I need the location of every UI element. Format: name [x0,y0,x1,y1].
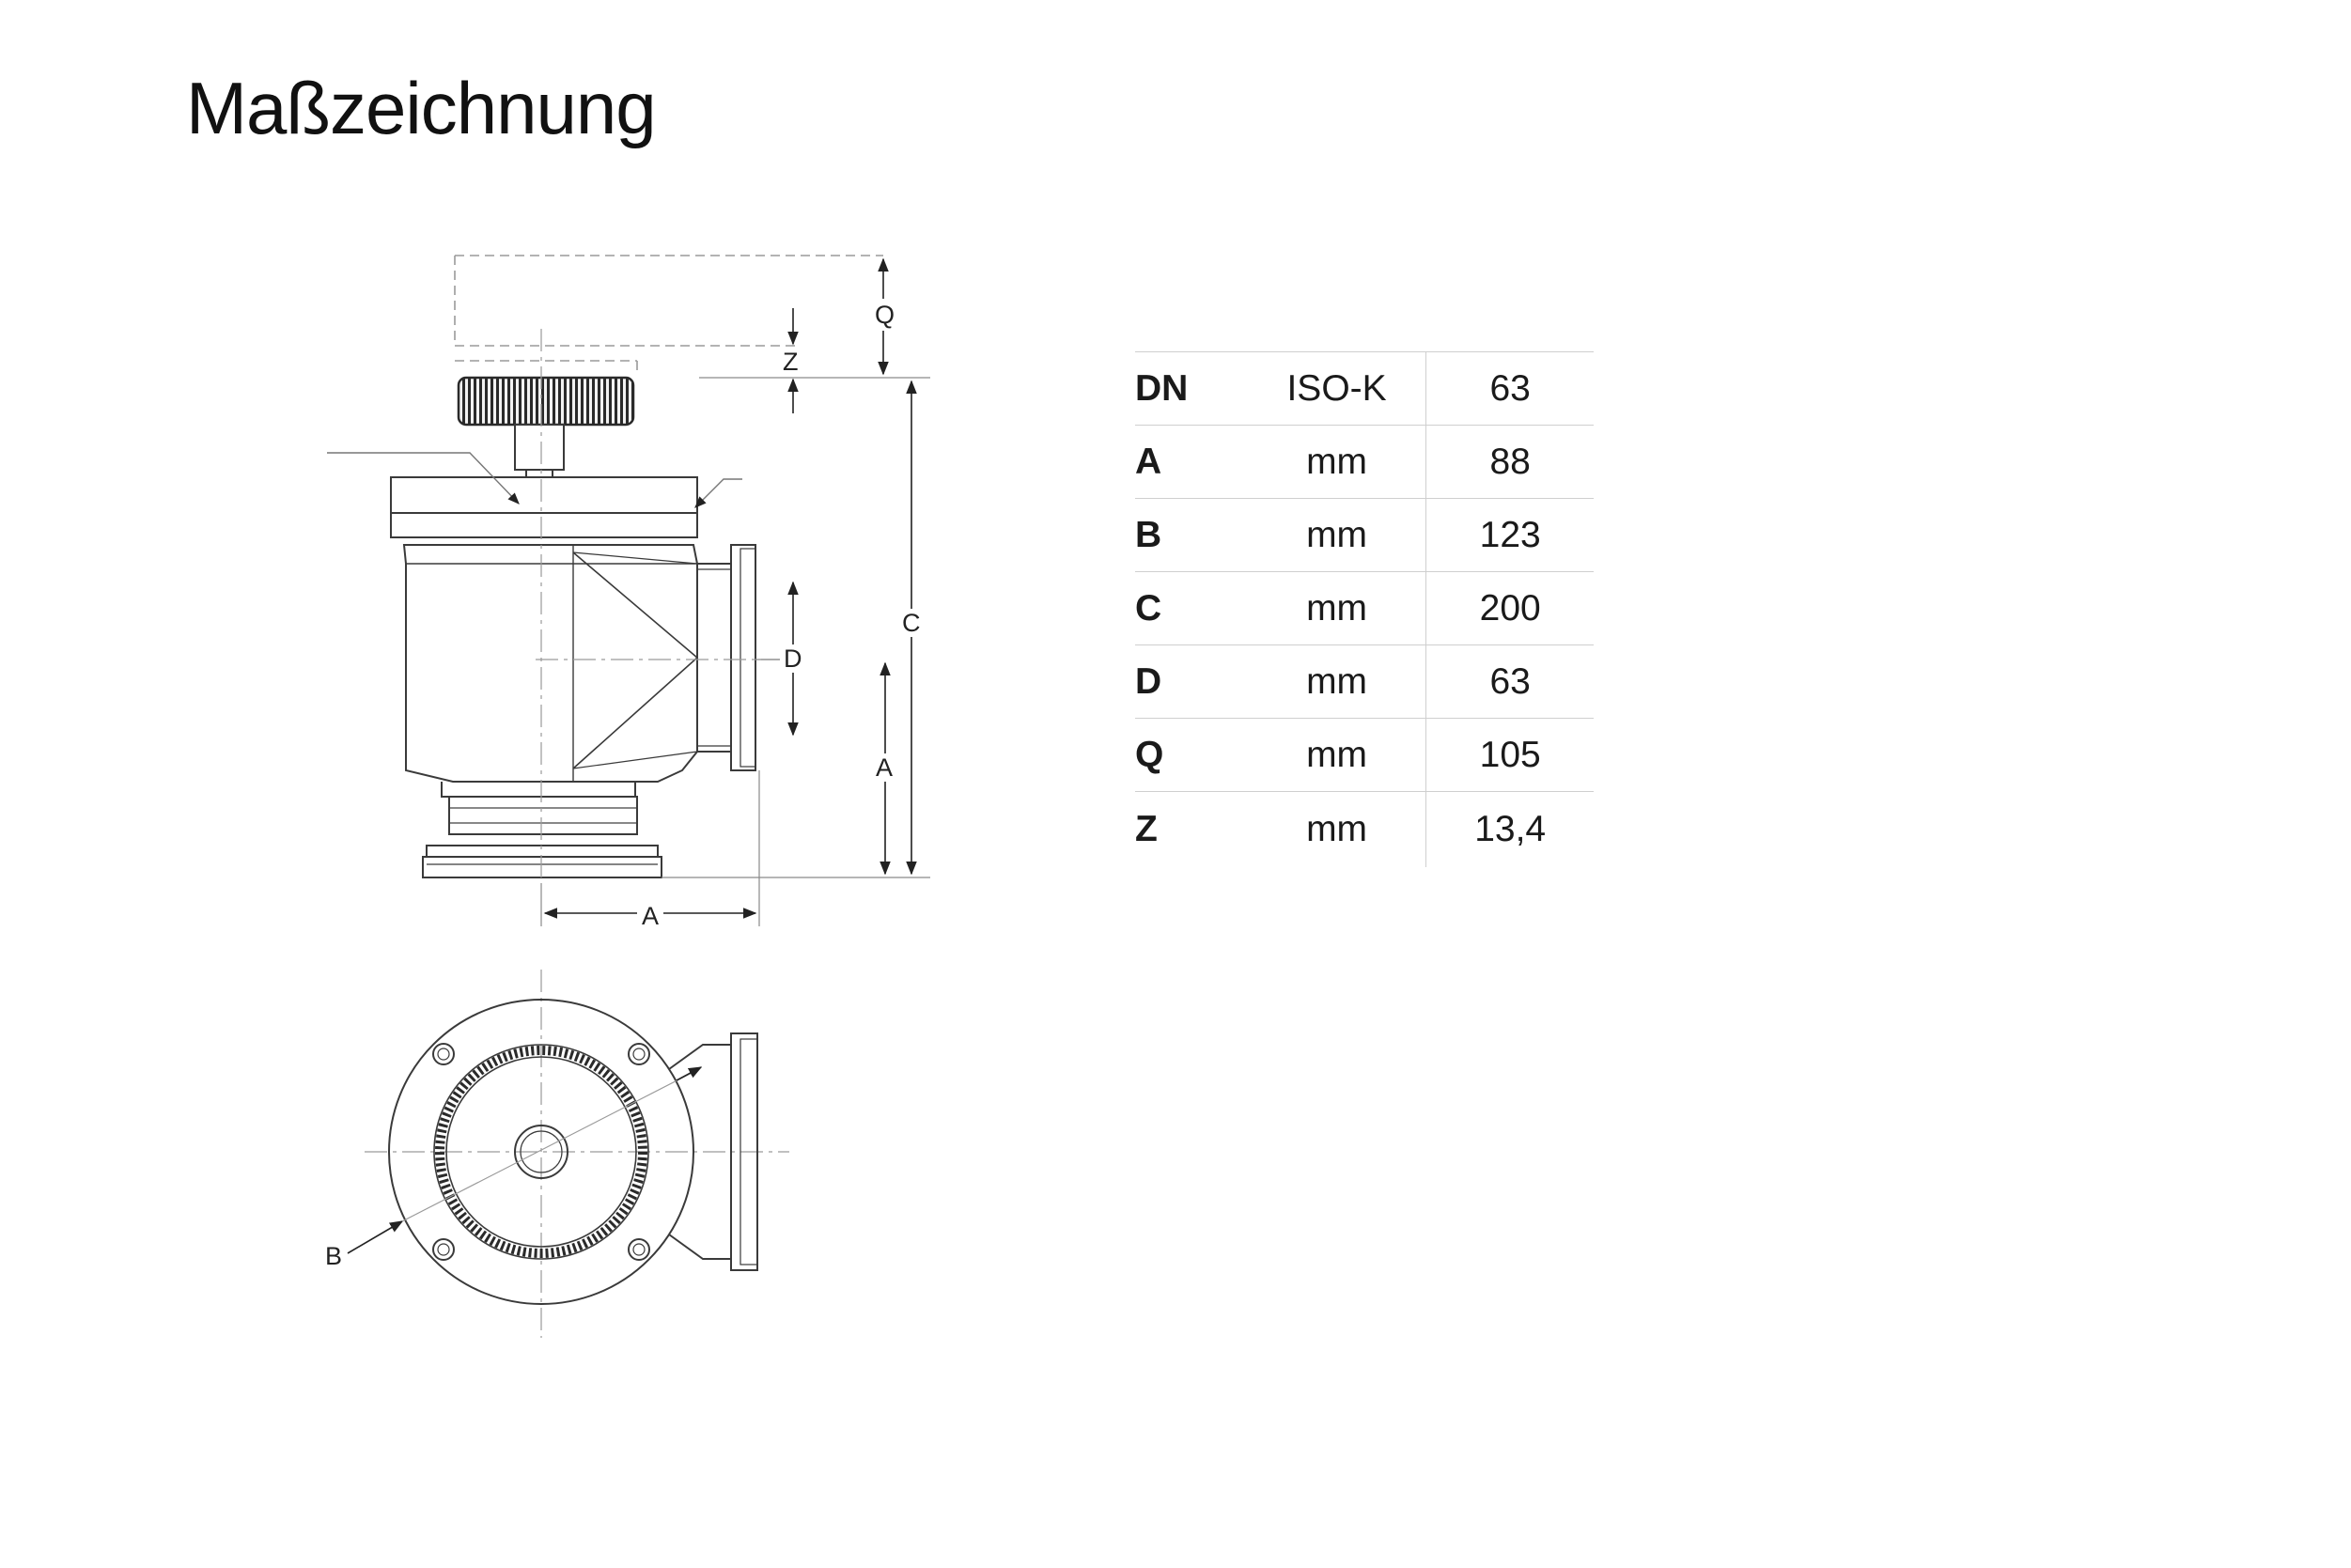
dim-line-b [347,1220,404,1254]
dim-label-b: B [325,1242,342,1270]
spec-label: A [1135,441,1162,482]
bonnet-flange [390,476,698,514]
spec-value: 88 [1489,441,1531,482]
dim-label-d: D [784,644,802,673]
spec-row: DN ISO-K 63 [1135,351,1594,426]
spec-unit: mm [1247,718,1427,792]
side-view [327,255,930,926]
dim-label-q: Q [875,301,895,329]
dim-label-z: Z [783,348,799,376]
spec-value: 63 [1489,367,1531,409]
spec-value: 123 [1479,514,1541,555]
spec-label: DN [1135,367,1189,409]
page-title: Maßzeichnung [186,67,657,149]
spec-label: D [1135,660,1162,702]
dim-label-a-horizontal: A [642,902,659,930]
spec-value: 13,4 [1474,809,1547,849]
dim-label-c: C [902,609,921,637]
spec-unit: mm [1247,644,1427,719]
spec-value: 200 [1479,587,1541,629]
outer-flange [388,999,694,1305]
valve-body [402,544,698,783]
spec-unit: mm [1247,498,1427,572]
spec-label: Z [1135,809,1158,849]
spec-value: 63 [1489,660,1531,702]
open-position-outline [454,255,883,376]
stem [514,424,565,471]
spec-value: 105 [1479,734,1541,775]
dim-label-a-vertical: A [876,753,893,782]
bottom-neck [448,796,638,835]
bolt-holes [432,1043,650,1261]
bottom-flange [426,845,659,858]
spec-unit: ISO-K [1247,351,1427,426]
top-view [365,970,789,1338]
knurled-knob [457,376,635,427]
spec-label: C [1135,587,1162,629]
spec-label: B [1135,514,1162,555]
stem-top [514,1125,568,1179]
spec-unit: mm [1247,571,1427,645]
side-port-flange [696,563,732,753]
spec-label: Q [1135,734,1164,775]
knurled-ring [435,1046,647,1258]
spec-unit: mm [1247,791,1427,867]
spec-unit: mm [1247,425,1427,499]
